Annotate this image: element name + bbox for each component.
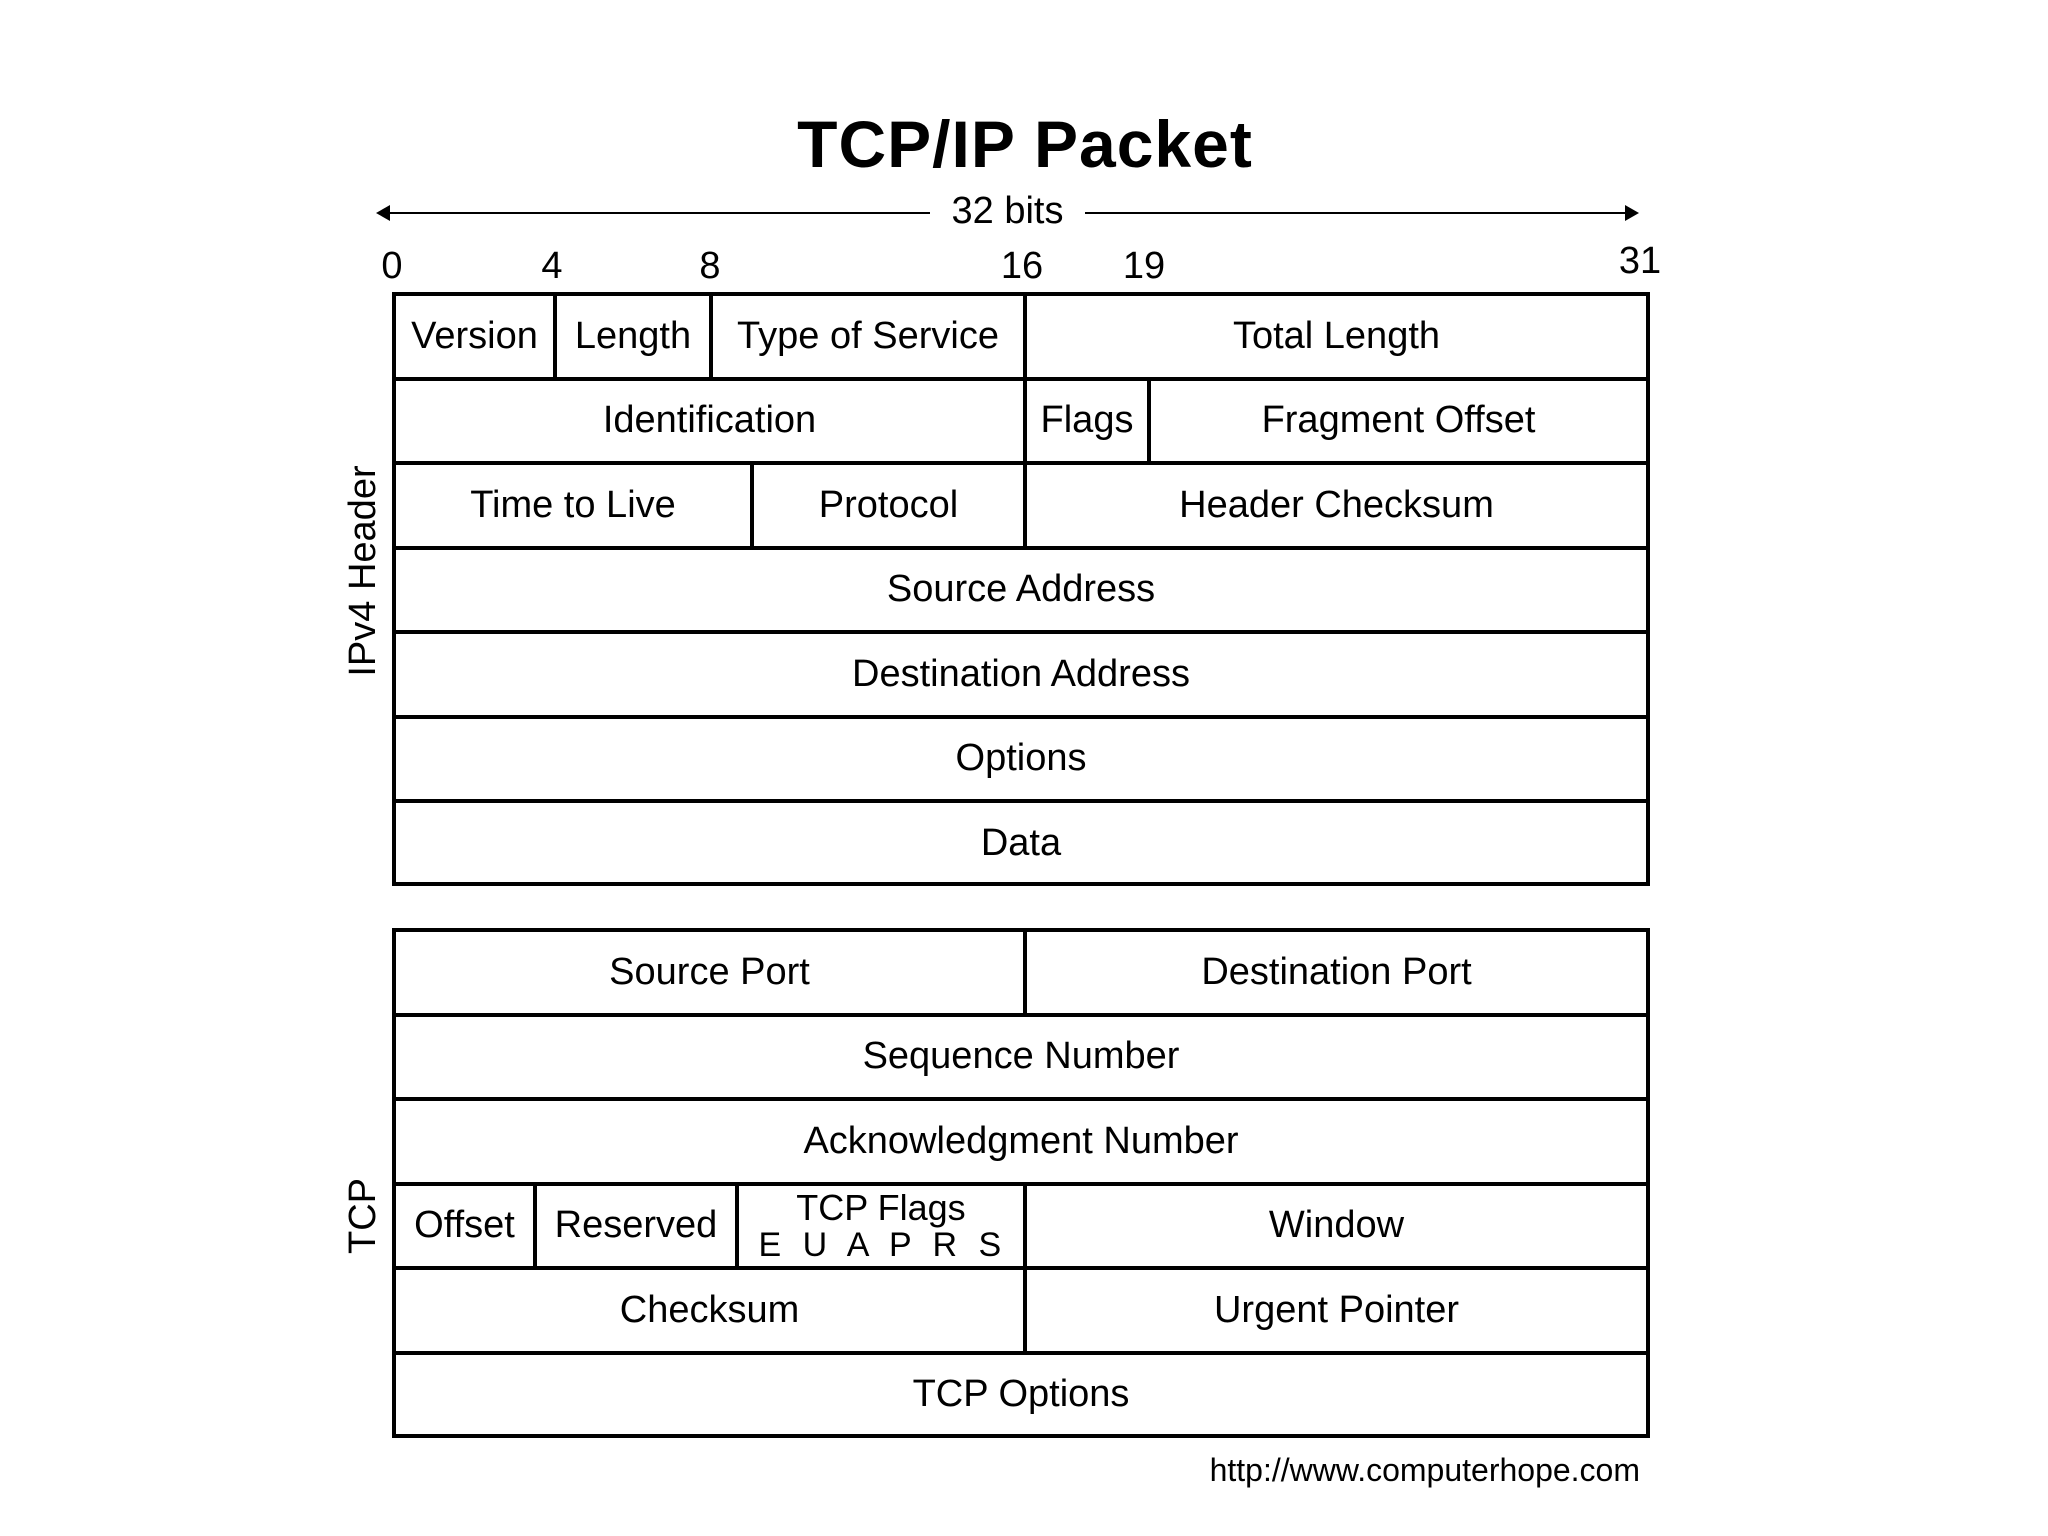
field-data: Data	[980, 821, 1062, 864]
bit-tick-31: 31	[1618, 240, 1662, 282]
ipv4-row: Destination Address	[396, 634, 1646, 719]
field-tcp-flags: TCP Flags C E U A P R S F	[739, 1185, 1027, 1266]
tcp-row: Acknowledgment Number	[396, 1101, 1646, 1186]
field-time-to-live: Time to Live	[396, 465, 754, 546]
arrow-right-icon	[1625, 205, 1639, 221]
ipv4-row: Version Length Type of Service Total Len…	[396, 296, 1646, 381]
field-urgent-pointer: Urgent Pointer	[1213, 1288, 1459, 1331]
ipv4-row: Identification Flags Fragment Offset	[396, 380, 1646, 465]
width-arrow-line-left	[384, 212, 930, 214]
field-flags: Flags	[1027, 380, 1151, 461]
field-protocol: Protocol	[754, 465, 1027, 546]
tcp-side-label: TCP	[342, 1178, 384, 1254]
field-version: Version	[396, 296, 557, 377]
bit-tick-8: 8	[699, 245, 721, 287]
field-destination-port: Destination Port	[1201, 950, 1472, 993]
tcp-row: Sequence Number	[396, 1017, 1646, 1101]
field-type-of-service: Type of Service	[713, 296, 1027, 377]
ipv4-row: Options	[396, 719, 1646, 803]
field-total-length: Total Length	[1232, 314, 1441, 357]
ipv4-row: Data	[396, 803, 1646, 883]
arrow-left-icon	[376, 205, 390, 221]
tcp-row: Checksum Urgent Pointer	[396, 1270, 1646, 1355]
field-tcp-options: TCP Options	[912, 1373, 1130, 1415]
ipv4-header-side-label: IPv4 Header	[342, 465, 384, 677]
field-reserved: Reserved	[537, 1185, 739, 1266]
diagram-title: TCP/IP Packet	[797, 107, 1253, 181]
field-source-port: Source Port	[396, 932, 1027, 1013]
tcp-row: Offset Reserved TCP Flags C E U A P R S …	[396, 1185, 1646, 1270]
field-source-address: Source Address	[886, 568, 1156, 611]
ipv4-row: Source Address	[396, 550, 1646, 634]
ipv4-header-table: Version Length Type of Service Total Len…	[392, 292, 1650, 886]
source-credit: http://www.computerhope.com	[1209, 1452, 1640, 1488]
tcp-header-table: Source Port Destination Port Sequence Nu…	[392, 928, 1650, 1438]
tcp-flags-label: TCP Flags	[796, 1186, 966, 1228]
ipv4-row: Time to Live Protocol Header Checksum	[396, 465, 1646, 550]
width-arrow-line-right	[1085, 212, 1625, 214]
field-fragment-offset: Fragment Offset	[1261, 399, 1536, 442]
bit-tick-19: 19	[1122, 245, 1166, 287]
field-options: Options	[955, 737, 1087, 780]
field-length: Length	[557, 296, 713, 377]
field-sequence-number: Sequence Number	[862, 1035, 1180, 1078]
bit-tick-16: 16	[1000, 245, 1044, 287]
field-offset: Offset	[396, 1185, 537, 1266]
tcp-row: TCP Options	[396, 1355, 1646, 1435]
bit-tick-4: 4	[541, 245, 563, 287]
tcp-row: Source Port Destination Port	[396, 932, 1646, 1017]
field-identification: Identification	[396, 380, 1027, 461]
field-acknowledgment-number: Acknowledgment Number	[803, 1119, 1239, 1162]
width-label: 32 bits	[951, 190, 1064, 232]
field-window: Window	[1268, 1204, 1405, 1247]
bit-tick-0: 0	[381, 245, 403, 287]
field-header-checksum: Header Checksum	[1179, 483, 1494, 526]
field-checksum: Checksum	[396, 1270, 1027, 1351]
tcp-flag-bits: C E U A P R S F	[739, 1225, 1023, 1264]
field-destination-address: Destination Address	[852, 652, 1190, 695]
